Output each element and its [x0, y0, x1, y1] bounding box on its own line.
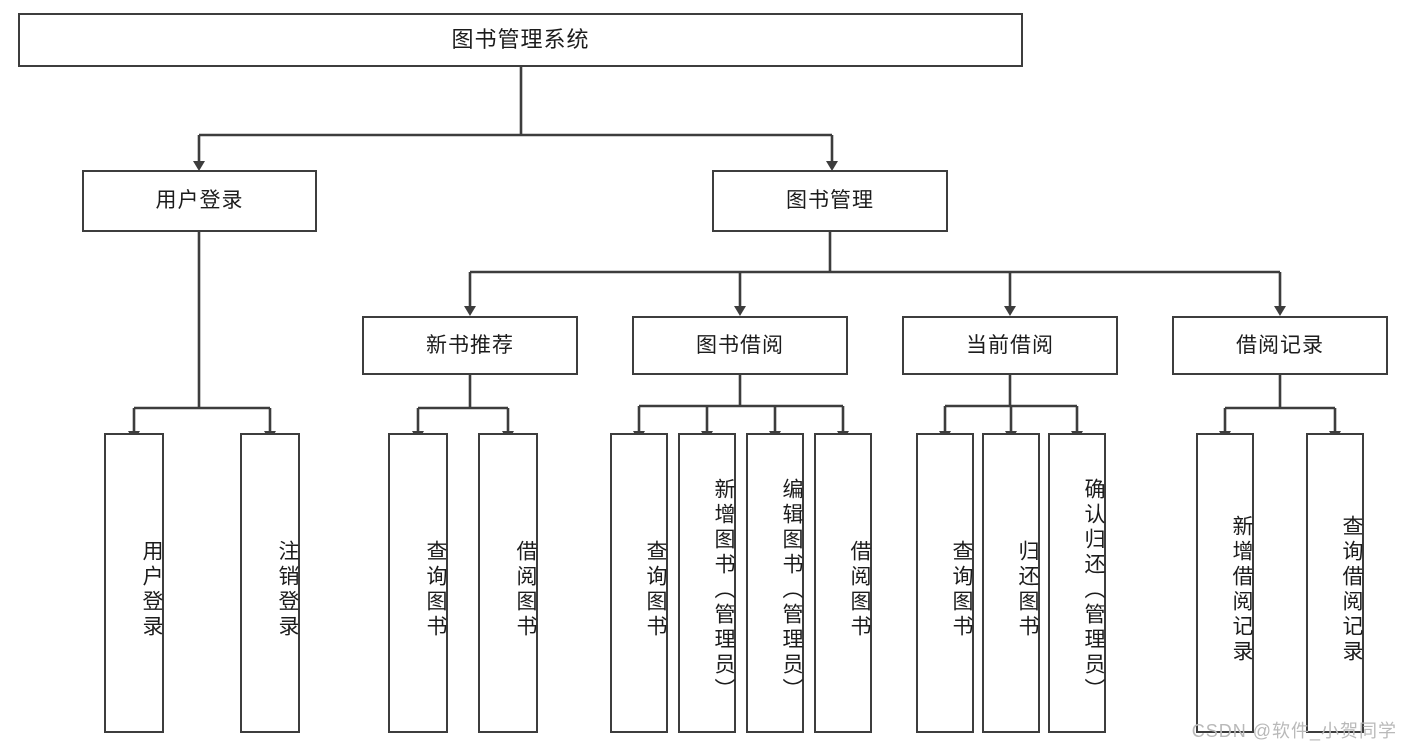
node-label: 用户登录	[155, 189, 244, 213]
node-label: 查询图书	[424, 540, 447, 640]
node-label: 图书借阅	[696, 333, 784, 357]
node-label: 查询借阅记录	[1340, 515, 1363, 665]
leaf-user-login-logout[interactable]: 注销登录	[240, 433, 300, 733]
node-label: 新增借阅记录	[1230, 515, 1253, 665]
node-label: 查询图书	[644, 540, 667, 640]
leaf-borrow-record-add[interactable]: 新增借阅记录	[1196, 433, 1254, 733]
leaf-current-borrow-query[interactable]: 查询图书	[916, 433, 974, 733]
node-label: 图书管理系统	[451, 26, 590, 52]
watermark: CSDN @软件_小贺同学	[1191, 721, 1397, 741]
node-label: 编辑图书（管理员）	[780, 477, 803, 703]
node-user-login[interactable]: 用户登录	[82, 170, 317, 232]
node-current-borrow[interactable]: 当前借阅	[902, 316, 1118, 375]
leaf-user-login-login[interactable]: 用户登录	[104, 433, 164, 733]
node-label: 当前借阅	[966, 333, 1054, 357]
leaf-book-borrow-query[interactable]: 查询图书	[610, 433, 668, 733]
node-root-system[interactable]: 图书管理系统	[18, 13, 1023, 67]
node-new-book-recommend[interactable]: 新书推荐	[362, 316, 578, 375]
node-label: 用户登录	[140, 540, 163, 640]
leaf-current-borrow-return[interactable]: 归还图书	[982, 433, 1040, 733]
node-label: 借阅图书	[514, 540, 537, 640]
leaf-borrow-record-query[interactable]: 查询借阅记录	[1306, 433, 1364, 733]
leaf-book-borrow-edit[interactable]: 编辑图书（管理员）	[746, 433, 804, 733]
node-label: 新书推荐	[426, 333, 514, 357]
node-label: 查询图书	[950, 540, 973, 640]
node-label: 注销登录	[276, 540, 299, 640]
leaf-book-borrow-borrow[interactable]: 借阅图书	[814, 433, 872, 733]
leaf-new-book-query[interactable]: 查询图书	[388, 433, 448, 733]
node-label: 新增图书（管理员）	[712, 477, 735, 703]
node-label: 借阅记录	[1236, 333, 1324, 357]
node-book-management[interactable]: 图书管理	[712, 170, 948, 232]
leaf-new-book-borrow[interactable]: 借阅图书	[478, 433, 538, 733]
leaf-book-borrow-add[interactable]: 新增图书（管理员）	[678, 433, 736, 733]
node-label: 确认归还（管理员）	[1082, 477, 1105, 703]
leaf-current-borrow-confirm-return[interactable]: 确认归还（管理员）	[1048, 433, 1106, 733]
node-label: 图书管理	[786, 189, 874, 213]
node-book-borrow[interactable]: 图书借阅	[632, 316, 848, 375]
node-borrow-record[interactable]: 借阅记录	[1172, 316, 1388, 375]
node-label: 归还图书	[1016, 540, 1039, 640]
node-label: 借阅图书	[848, 540, 871, 640]
